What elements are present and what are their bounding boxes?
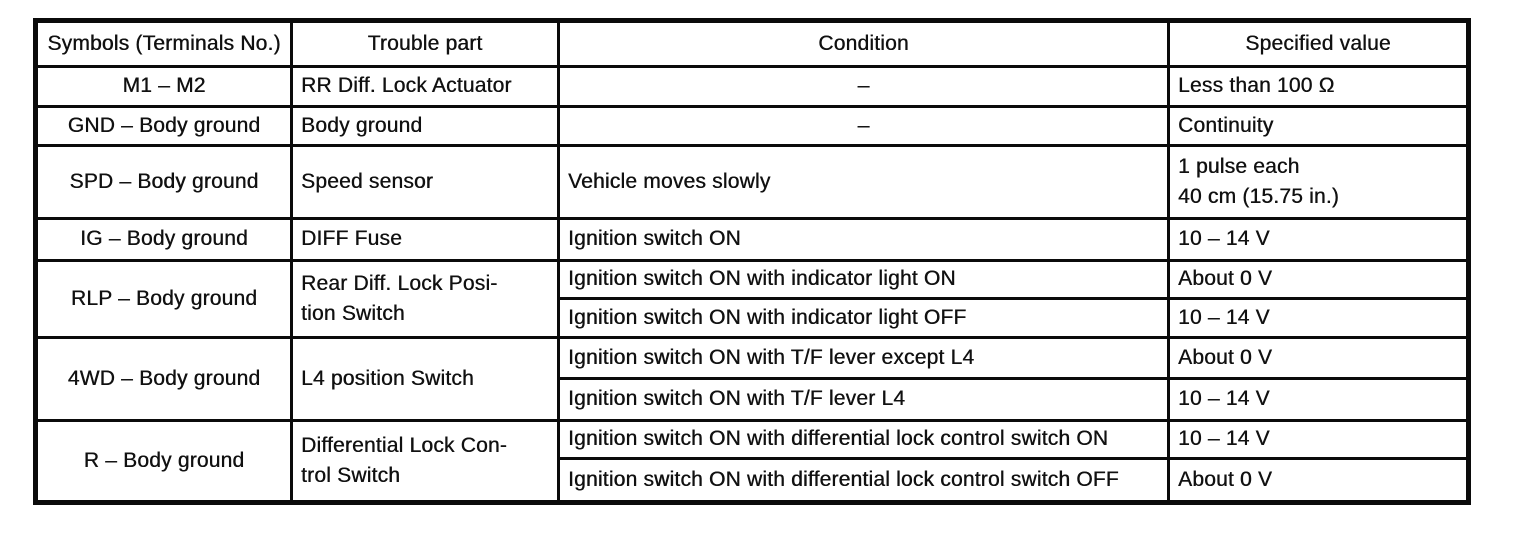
cell-specified-value: Less than 100 Ω xyxy=(1167,65,1470,108)
terminal-spec-table: Symbols (Terminals No.) Trouble part Con… xyxy=(33,18,1471,505)
cell-specified-value: About 0 V xyxy=(1167,336,1470,380)
cell-condition: – xyxy=(557,65,1170,108)
cell-specified-value: 10 – 14 V xyxy=(1167,217,1470,262)
table-row-r: R – Body ground Differential Lock Con- t… xyxy=(34,419,1470,504)
header-row: Symbols (Terminals No.) Trouble part Con… xyxy=(34,19,1470,68)
cell-trouble-part: DIFF Fuse xyxy=(290,217,560,262)
cell-trouble-part: RR Diff. Lock Actuator xyxy=(290,65,560,108)
col-header-symbols: Symbols (Terminals No.) xyxy=(34,19,293,68)
cell-specified-value: 1 pulse each 40 cm (15.75 in.) xyxy=(1167,144,1470,220)
cell-trouble-part: L4 position Switch xyxy=(290,336,560,422)
cell-symbols: GND – Body ground xyxy=(34,105,293,147)
table-row-4wd: 4WD – Body ground L4 position Switch Ign… xyxy=(34,336,1470,422)
table-row-rlp: RLP – Body ground Rear Diff. Lock Posi- … xyxy=(34,259,1470,339)
table-row-gnd: GND – Body ground Body ground – Continui… xyxy=(34,105,1470,147)
cell-specified-value: 10 – 14 V xyxy=(1167,297,1470,339)
table-row-spd: SPD – Body ground Speed sensor Vehicle m… xyxy=(34,144,1470,220)
table-subrow-rlp-off: Ignition switch ON with indicator light … xyxy=(36,297,1470,339)
cell-symbols: RLP – Body ground xyxy=(34,259,293,339)
cell-condition: Ignition switch ON with T/F lever except… xyxy=(557,336,1170,380)
cell-trouble-part: Speed sensor xyxy=(290,144,560,220)
cell-condition: Ignition switch ON with indicator light … xyxy=(557,297,1170,339)
cell-symbols: R – Body ground xyxy=(34,419,293,504)
table-subrow-r-off: Ignition switch ON with differential loc… xyxy=(36,457,1470,504)
cell-trouble-part: Differential Lock Con- trol Switch xyxy=(290,419,560,504)
cell-specified-value: 10 – 14 V xyxy=(1167,377,1470,422)
table-row-ig: IG – Body ground DIFF Fuse Ignition swit… xyxy=(34,217,1470,262)
col-header-condition: Condition xyxy=(557,19,1170,68)
cell-specified-value: About 0 V xyxy=(1167,259,1470,300)
cell-condition: Ignition switch ON with differential loc… xyxy=(557,419,1170,460)
table-row-m1-m2: M1 – M2 RR Diff. Lock Actuator – Less th… xyxy=(34,65,1470,108)
cell-trouble-part: Rear Diff. Lock Posi- tion Switch xyxy=(290,259,560,339)
cell-trouble-part: Body ground xyxy=(290,105,560,147)
cell-condition: Ignition switch ON with differential loc… xyxy=(557,457,1170,504)
cell-condition: Vehicle moves slowly xyxy=(557,144,1170,220)
cell-specified-value: Continuity xyxy=(1167,105,1470,147)
cell-condition: – xyxy=(557,105,1170,147)
cell-symbols: SPD – Body ground xyxy=(34,144,293,220)
cell-condition: Ignition switch ON with indicator light … xyxy=(557,259,1170,300)
cell-specified-value: 10 – 14 V xyxy=(1167,419,1470,460)
cell-symbols: 4WD – Body ground xyxy=(34,336,293,422)
cell-condition: Ignition switch ON xyxy=(557,217,1170,262)
col-header-specified-value: Specified value xyxy=(1167,19,1470,68)
col-header-trouble-part: Trouble part xyxy=(290,19,560,68)
table-subrow-4wd-l4: Ignition switch ON with T/F lever L4 10 … xyxy=(36,377,1470,422)
cell-specified-value: About 0 V xyxy=(1167,457,1470,504)
cell-symbols: M1 – M2 xyxy=(34,65,293,108)
cell-symbols: IG – Body ground xyxy=(34,217,293,262)
cell-condition: Ignition switch ON with T/F lever L4 xyxy=(557,377,1170,422)
